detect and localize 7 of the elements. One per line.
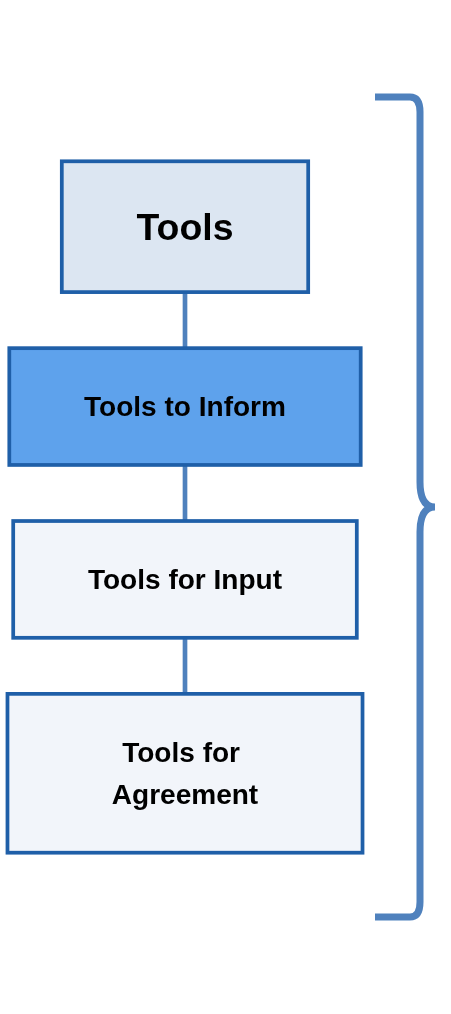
- node-box: Tools: [59, 159, 311, 294]
- connector: [182, 464, 188, 521]
- connector: [182, 637, 188, 694]
- connector: [182, 292, 188, 349]
- node-box: Tools for Input: [11, 519, 359, 640]
- node-box: Tools for Agreement: [5, 692, 365, 855]
- node-box: Tools to Inform: [7, 346, 363, 467]
